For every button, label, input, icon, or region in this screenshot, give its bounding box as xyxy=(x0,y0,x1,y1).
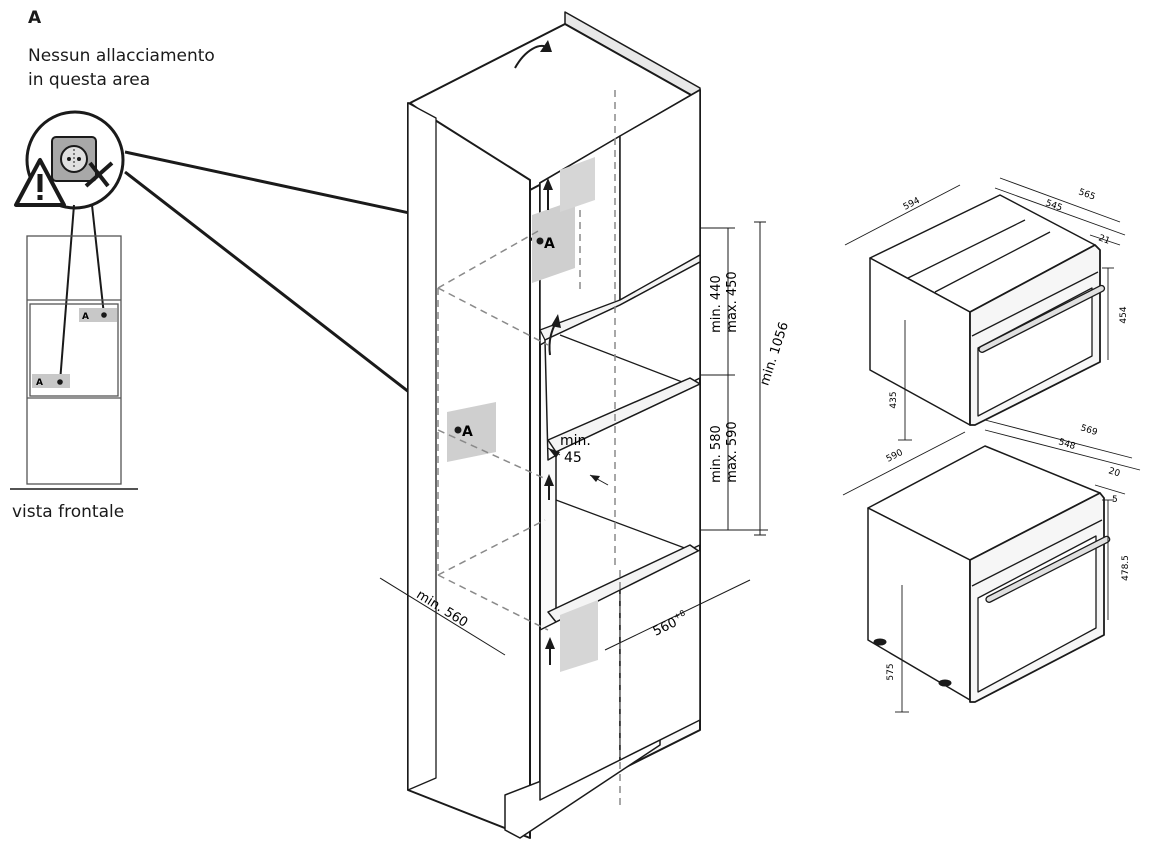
compact-dim-height-front: 454 xyxy=(1119,306,1129,323)
dim-upper-niche-max: max. 450 xyxy=(725,271,740,332)
front-marker-top: A xyxy=(82,312,89,322)
svg-text:min. 440 max. 450: min. 440 max. 450 xyxy=(709,271,740,333)
leader-line-lower xyxy=(124,170,459,432)
svg-text:min. 580 max. 590: min. 580 max. 590 xyxy=(709,421,740,483)
dim-total-height: min. 1056 xyxy=(757,320,792,387)
legend-letter: A xyxy=(28,8,42,28)
compact-dim-depth-body: 545 xyxy=(1044,198,1064,213)
legend-line-1: Nessun allacciamento xyxy=(28,46,215,66)
full-dim-width: 590 xyxy=(885,448,905,465)
dim-gap-value: 45 xyxy=(564,450,582,466)
marker-dot-upper xyxy=(536,237,544,245)
compact-dim-height-body: 435 xyxy=(889,391,899,408)
no-connection-area-upper xyxy=(532,200,575,283)
compact-dim-front: 21 xyxy=(1097,233,1111,246)
marker-dot-lower xyxy=(454,426,462,434)
compact-oven xyxy=(869,194,1106,426)
cabinet-marker-upper: A xyxy=(544,236,555,252)
full-dim-height-body: 575 xyxy=(886,663,896,680)
cabinet-dimensions xyxy=(379,221,768,656)
tall-cabinet xyxy=(407,11,701,839)
dim-lower-niche-max: max. 590 xyxy=(725,421,740,482)
dim-upper-niche-min: min. 440 xyxy=(709,275,724,333)
full-dim-depth-total: 569 xyxy=(1079,423,1099,438)
front-view xyxy=(10,235,138,490)
legend-description: Nessun allacciamento in questa area xyxy=(28,44,288,92)
full-dim-top: 5 xyxy=(1112,495,1118,505)
no-socket-symbol xyxy=(14,110,125,210)
compact-oven-dimensions xyxy=(844,177,1126,441)
front-marker-bottom: A xyxy=(36,378,43,388)
full-oven xyxy=(867,445,1111,703)
compact-dim-depth-total: 565 xyxy=(1077,187,1097,202)
airflow-arrows xyxy=(514,40,561,665)
cabinet-marker-lower: A xyxy=(462,424,473,440)
full-oven-handle xyxy=(985,535,1111,603)
dim-lower-niche-min: min. 580 xyxy=(709,425,724,483)
full-dim-depth-body: 548 xyxy=(1057,437,1077,452)
dim-gap-label: min. xyxy=(560,433,591,449)
legend-line-2: in questa area xyxy=(28,70,151,90)
full-dim-front: 20 xyxy=(1107,466,1121,479)
full-dim-height-front: 478.5 xyxy=(1121,555,1131,581)
front-view-caption: vista frontale xyxy=(12,502,125,522)
hidden-lines xyxy=(437,90,621,810)
compact-oven-handle xyxy=(978,284,1106,353)
no-connection-area-lower xyxy=(447,402,496,462)
full-oven-dimensions xyxy=(842,419,1141,713)
